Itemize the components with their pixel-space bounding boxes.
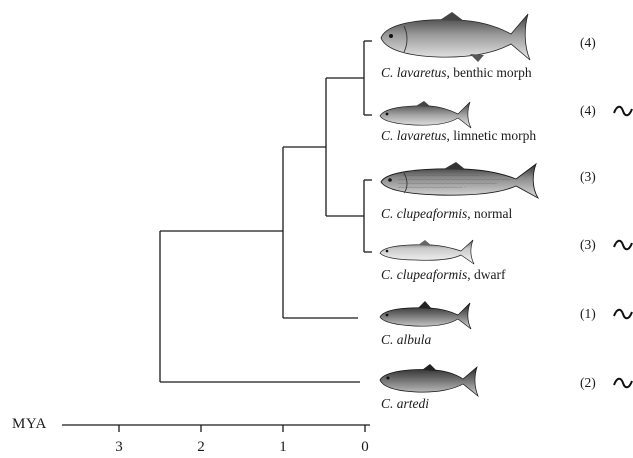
species-name: C. albula: [381, 332, 431, 347]
species-name: C. lavaretus: [381, 128, 447, 143]
species-name: C. lavaretus: [381, 65, 447, 80]
tick-label-1: 1: [273, 440, 293, 455]
count-limnetic: (4): [580, 104, 596, 118]
fish-dwarf-icon: [378, 238, 476, 266]
count-benthic: (4): [580, 36, 596, 50]
tilde-icon-albula: [613, 307, 633, 321]
tree-branches: [160, 41, 372, 382]
count-dwarf: (3): [580, 238, 596, 252]
time-axis: [62, 425, 370, 432]
count-artedi: (2): [580, 376, 596, 390]
taxon-label-benthic: C. lavaretus, benthic morph: [381, 66, 532, 80]
fish-albula-icon: [378, 300, 473, 330]
fish-limnetic-icon: [378, 100, 473, 130]
tick-label-2: 2: [191, 440, 211, 455]
morph-descriptor: , normal: [467, 206, 512, 221]
species-name: C. artedi: [381, 396, 429, 411]
axis-title: MYA: [12, 417, 47, 432]
fish-normal-icon: [378, 162, 540, 200]
species-name: C. clupeaformis: [381, 206, 467, 221]
fish-artedi-icon: [378, 364, 480, 398]
tick-label-3: 3: [109, 440, 129, 455]
tilde-icon-dwarf: [613, 238, 633, 252]
taxon-label-albula: C. albula: [381, 333, 431, 347]
morph-descriptor: , dwarf: [467, 267, 505, 282]
morph-descriptor: , limnetic morph: [447, 128, 537, 143]
tilde-icon-artedi: [613, 376, 633, 390]
taxon-label-dwarf: C. clupeaformis, dwarf: [381, 268, 505, 282]
morph-descriptor: , benthic morph: [447, 65, 532, 80]
count-albula: (1): [580, 307, 596, 321]
taxon-label-artedi: C. artedi: [381, 397, 429, 411]
fish-benthic-icon: [378, 12, 533, 62]
tilde-icon-limnetic: [613, 104, 633, 118]
taxon-label-normal: C. clupeaformis, normal: [381, 207, 512, 221]
count-normal: (3): [580, 170, 596, 184]
taxon-label-limnetic: C. lavaretus, limnetic morph: [381, 129, 536, 143]
species-name: C. clupeaformis: [381, 267, 467, 282]
tick-label-0: 0: [355, 440, 375, 455]
